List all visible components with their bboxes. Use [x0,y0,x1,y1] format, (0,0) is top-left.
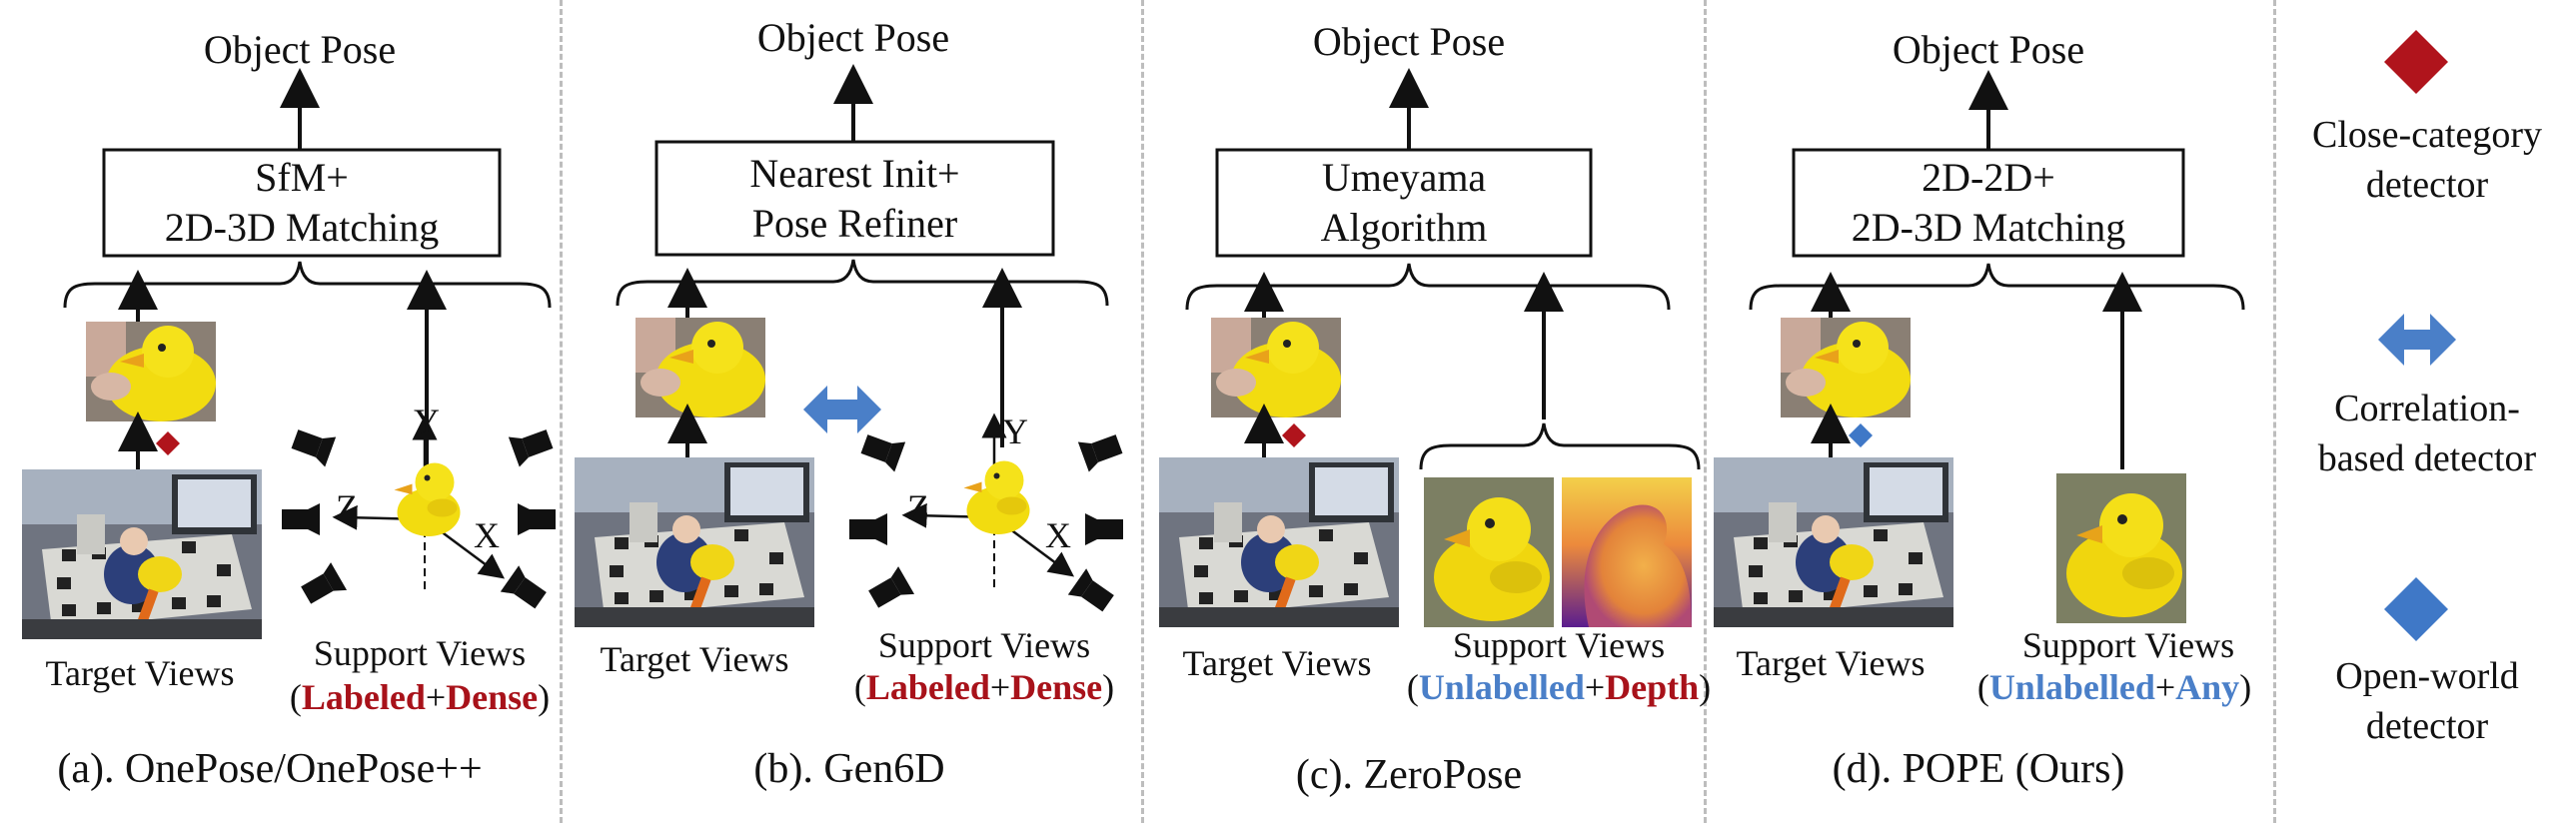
legend-graphics [2378,30,2456,641]
target-views-label: Target Views [45,653,235,693]
support-depth-image [1562,477,1692,627]
panel-caption: (c). ZeroPose [1295,752,1523,798]
method-box: Umeyama Algorithm [1217,150,1591,256]
axis-y-label: Y [414,402,440,441]
support-views-spec: (Labeled+Dense) [853,667,1115,707]
panel-b-graphics [575,64,1125,627]
method-box: SfM+ 2D-3D Matching [104,150,500,256]
support-views-spec: (Unlabelled+Depth) [1406,667,1712,707]
legend-diamond-red [2384,30,2448,94]
axis-z-label: Z [336,487,358,527]
legend-double-arrow [2378,314,2456,366]
output-label: Object Pose [203,27,397,72]
panel-separator [1141,0,1144,823]
method-line2: 2D-3D Matching [164,205,440,250]
method-line1: Umeyama [1321,155,1487,200]
panel-separator [560,0,563,823]
axis-x-label: X [1045,515,1071,555]
support-views-spec: (Unlabelled+Any) [1976,667,2252,707]
axis-z-label: Z [907,487,929,527]
legend-close-category: Close-category detector [2311,114,2543,206]
panel-separator [2273,0,2276,823]
support-views-spec: (Labeled+Dense) [289,677,551,717]
target-scene-image [22,469,262,639]
panel-caption: (a). OnePose/OnePose++ [57,746,483,792]
panel-separator [1704,0,1707,823]
method-line2: 2D-3D Matching [1851,205,2126,250]
method-box: 2D-2D+ 2D-3D Matching [1794,150,2183,256]
panel-caption: (b). Gen6D [753,746,945,792]
support-rgb-image [1424,477,1554,627]
close-category-diamond [156,431,180,455]
brace [63,261,552,309]
support-views-label: Support Views [877,625,1091,665]
axis-x-label: X [474,515,500,555]
method-line2: Algorithm [1320,205,1488,250]
target-views-label: Target Views [600,639,789,679]
panel-c-graphics [1159,68,1701,627]
output-label: Object Pose [756,15,950,60]
output-label: Object Pose [1312,19,1506,64]
support-views-label: Support Views [313,633,527,673]
panel-caption: (d). POPE (Ours) [1832,746,2125,792]
method-line2: Pose Refiner [751,200,958,246]
target-views-label: Target Views [1736,643,1926,683]
method-line1: SfM+ [255,155,349,200]
duck-crop-image [86,322,216,421]
axis-y-label: Y [1002,412,1028,451]
method-line1: Nearest Init+ [749,150,960,196]
method-box: Nearest Init+ Pose Refiner [656,142,1053,255]
support-views-label: Support Views [1452,625,1666,665]
support-3d-axes [332,414,506,594]
support-views-label: Support Views [2021,625,2235,665]
open-world-diamond [1849,423,1873,447]
panel-d-graphics [1714,70,2245,627]
legend-diamond-blue [2384,577,2448,641]
method-line1: 2D-2D+ [1922,155,2055,200]
legend-correlation-based: Correlation- based detector [2317,388,2537,479]
correlation-double-arrow [803,386,881,433]
target-views-label: Target Views [1182,643,1372,683]
legend-open-world: Open-world detector [2335,655,2519,747]
panel-a-graphics [22,68,556,639]
output-label: Object Pose [1892,27,2085,72]
